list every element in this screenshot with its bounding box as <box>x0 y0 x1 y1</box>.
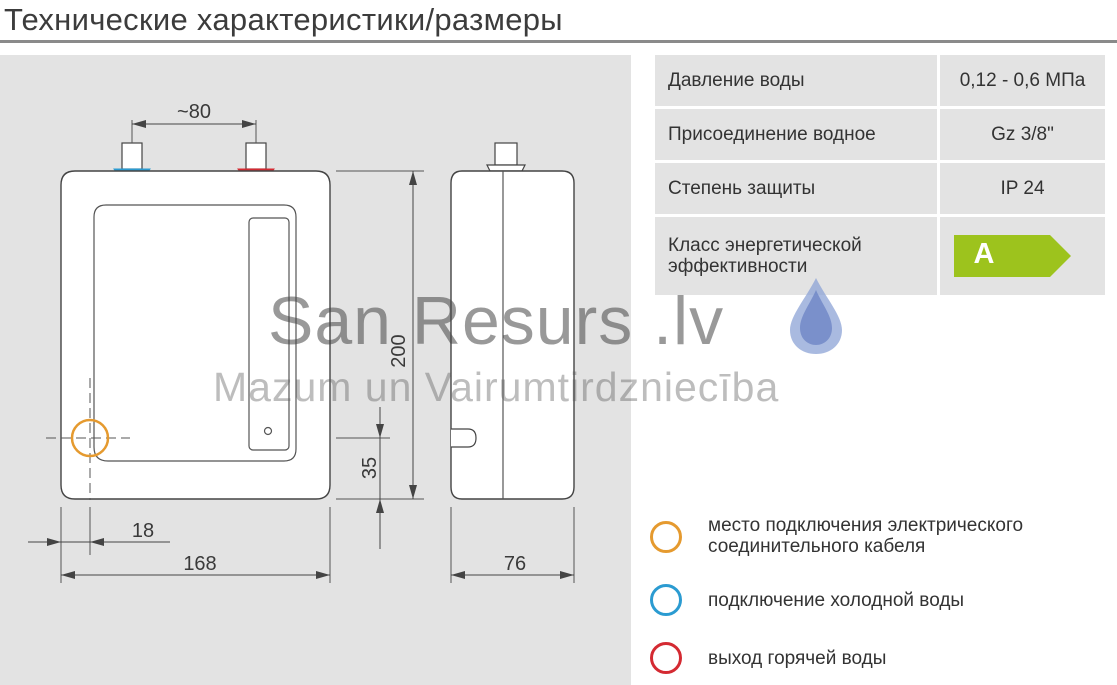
dim-height: 200 <box>388 334 410 367</box>
red-ring-icon <box>650 642 682 674</box>
spec-value: Gz 3/8" <box>940 109 1105 160</box>
energy-arrow-icon <box>953 235 1071 277</box>
legend-text: выход горячей воды <box>708 648 887 669</box>
dim-arrows <box>451 571 574 579</box>
blue-ring-icon <box>650 584 682 616</box>
side-inlet-stub <box>494 142 518 166</box>
legend-text: подключение холодной воды <box>708 590 965 611</box>
spec-row-protection: Степень защиты IP 24 <box>655 163 1105 214</box>
dimension-drawing: ~80 200 35 18 168 76 <box>28 101 575 583</box>
dim-cable-offset: 18 <box>132 520 154 542</box>
energy-class-letter: A <box>973 238 995 270</box>
cable-connection-marker <box>70 418 110 458</box>
spec-row-connection: Присоединение водное Gz 3/8" <box>655 109 1105 160</box>
watermark-tagline: Mazum un Vairumtirdzniecība <box>213 364 780 410</box>
watermark-brand: San Resurs .lv <box>268 283 725 359</box>
spec-value: IP 24 <box>940 163 1105 214</box>
orange-ring-icon <box>650 521 682 553</box>
page-title: Технические характеристики/размеры <box>4 2 563 37</box>
spec-row-energy-class: Класс энергетической эффективности A <box>655 217 1105 295</box>
spec-label: Присоединение водное <box>655 109 937 160</box>
side-inlet-nut <box>486 164 526 172</box>
cold-inlet-stub <box>121 142 143 170</box>
spec-value: A <box>940 217 1105 295</box>
spec-label: Степень защиты <box>655 163 937 214</box>
spec-value: 0,12 - 0,6 МПа <box>940 55 1105 106</box>
spec-table: Давление воды 0,12 - 0,6 МПа Присоединен… <box>655 55 1105 298</box>
dim-width: 168 <box>183 553 216 575</box>
title-divider <box>0 40 1117 43</box>
dim-inlet-spacing: ~80 <box>177 101 211 123</box>
technical-drawing: ~80 200 35 18 168 76 <box>0 55 631 685</box>
energy-class-badge: A <box>953 235 1072 277</box>
water-drop-icon <box>790 278 842 354</box>
legend-text: место подключения электрического соедини… <box>708 515 1024 557</box>
dim-arrows <box>132 120 256 128</box>
display-strip <box>248 217 290 451</box>
dim-cable-height: 35 <box>359 457 381 479</box>
dim-arrows <box>47 538 104 546</box>
spec-label: Класс энергетической эффективности <box>655 217 937 295</box>
heater-side-body <box>450 170 575 500</box>
dim-depth: 76 <box>504 553 526 575</box>
spec-row-pressure: Давление воды 0,12 - 0,6 МПа <box>655 55 1105 106</box>
spec-label: Давление воды <box>655 55 937 106</box>
front-panel <box>93 204 297 462</box>
indicator-light <box>263 426 273 436</box>
hot-outlet-stub <box>245 142 267 170</box>
side-cable-gland <box>451 428 477 448</box>
